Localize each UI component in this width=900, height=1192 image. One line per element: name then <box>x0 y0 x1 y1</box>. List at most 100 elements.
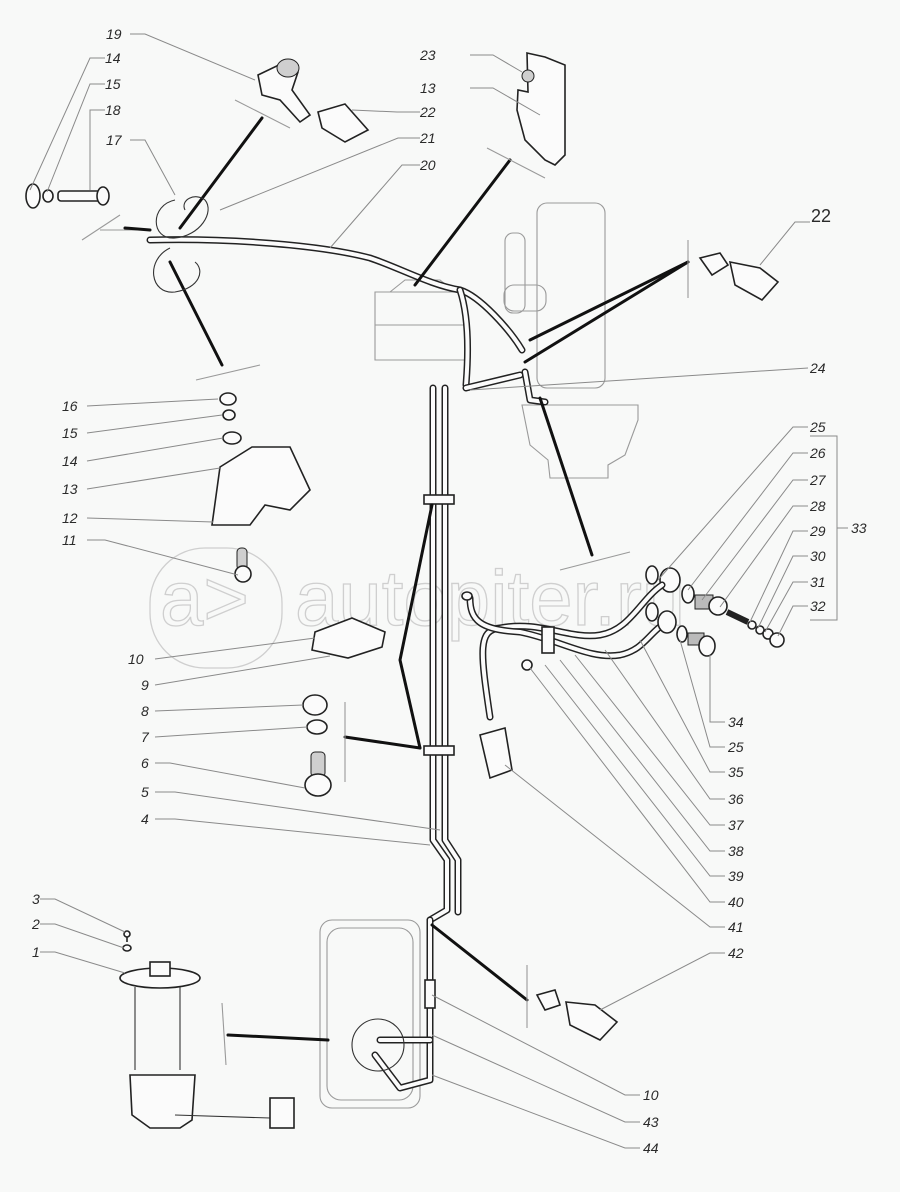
engine-pipe-outline <box>504 232 526 314</box>
part-bolt-6-head <box>304 773 332 797</box>
callout-22-top: 22 <box>419 104 436 120</box>
part-lock-washer-15 <box>222 409 236 421</box>
callout-2: 2 <box>31 916 40 932</box>
callout-3: 3 <box>32 891 40 907</box>
part-sensor-body <box>728 260 780 302</box>
callout-6: 6 <box>141 755 149 771</box>
callout-13-top: 13 <box>420 80 436 96</box>
part-hose-end <box>461 591 473 601</box>
part-banjo-bolt-head <box>698 635 716 657</box>
callout-11: 11 <box>62 532 77 548</box>
part-screw-3 <box>123 930 131 938</box>
callout-15-mid: 15 <box>62 425 78 441</box>
callout-labels: 19 14 15 18 17 23 13 22 21 20 22 24 16 1… <box>31 26 867 1156</box>
pump-flange-ring <box>351 1018 405 1072</box>
callout-23: 23 <box>419 47 436 63</box>
callout-28: 28 <box>809 498 826 514</box>
part-banjo-lower <box>657 610 677 634</box>
part-bolt-head <box>96 186 110 206</box>
callout-27: 27 <box>809 472 827 488</box>
callout-16: 16 <box>62 398 78 414</box>
part-hose-bracket <box>541 626 555 654</box>
part-washer-2 <box>122 944 132 952</box>
callout-41: 41 <box>728 919 744 935</box>
part-lock-washer-7 <box>306 719 328 735</box>
part-washer-25 <box>681 584 695 604</box>
callout-18: 18 <box>105 102 121 118</box>
callout-36: 36 <box>728 791 744 807</box>
callout-4: 4 <box>141 811 149 827</box>
parts <box>25 51 785 1129</box>
callout-30: 30 <box>810 548 826 564</box>
part-hose-loop-upper <box>155 196 209 239</box>
part-pump-housing <box>129 1074 196 1129</box>
part-float <box>269 1097 295 1129</box>
callout-19: 19 <box>106 26 122 42</box>
watermark-logo-frame <box>149 547 283 669</box>
tube-connector-sleeve <box>424 979 436 1009</box>
part-nut-16 <box>219 392 237 406</box>
part-hose-loop-lower <box>153 247 201 293</box>
part-washer-14 <box>222 431 242 445</box>
callout-8: 8 <box>141 703 149 719</box>
callout-9: 9 <box>141 677 149 693</box>
part-washer-large <box>25 183 41 209</box>
callout-34: 34 <box>728 714 744 730</box>
part-pump-outlet <box>149 961 171 977</box>
part-elbow-cap <box>276 58 300 78</box>
canister-outline <box>374 279 466 361</box>
callout-14-top: 14 <box>105 50 121 66</box>
callout-17: 17 <box>106 132 123 148</box>
callout-37: 37 <box>728 817 745 833</box>
callout-22-right: 22 <box>811 206 831 226</box>
part-sensor-42-body <box>565 1001 619 1041</box>
callout-21: 21 <box>419 130 436 146</box>
callout-25-lower: 25 <box>727 739 744 755</box>
part-bolt-11-head <box>234 565 252 583</box>
part-bolt-shank <box>57 190 101 202</box>
callout-13-mid: 13 <box>62 481 78 497</box>
callout-24: 24 <box>809 360 826 376</box>
callout-20: 20 <box>419 157 436 173</box>
callout-42: 42 <box>728 945 744 961</box>
engine-block-outline <box>536 202 606 389</box>
callout-15-top: 15 <box>105 76 121 92</box>
part-sensor-tip <box>698 252 730 277</box>
vehicle-outline <box>319 202 639 1109</box>
callout-33: 33 <box>851 520 867 536</box>
callout-14-mid: 14 <box>62 453 78 469</box>
part-lock-washer <box>42 189 54 203</box>
callout-10-bottom: 10 <box>643 1087 659 1103</box>
callout-32: 32 <box>810 598 826 614</box>
callout-43: 43 <box>643 1114 659 1130</box>
fuel-tank-outer <box>319 919 421 1109</box>
part-spring-28 <box>725 609 750 625</box>
callout-29: 29 <box>809 523 826 539</box>
part-nut-23 <box>521 69 535 83</box>
part-bolt-40 <box>521 659 533 671</box>
part-washer-lower <box>645 602 659 622</box>
fuel-tank-inner <box>326 927 414 1101</box>
part-nut-8 <box>302 694 328 716</box>
part-plug-32 <box>769 632 785 648</box>
callout-35: 35 <box>728 764 744 780</box>
pointer-lines <box>81 99 690 1066</box>
tube-clip-upper <box>423 494 455 505</box>
callout-12: 12 <box>62 510 78 526</box>
callout-31: 31 <box>810 574 826 590</box>
callout-44: 44 <box>643 1140 659 1156</box>
callout-25-top: 25 <box>809 419 826 435</box>
callout-26: 26 <box>809 445 826 461</box>
part-sensor-connector <box>317 103 370 143</box>
part-tube-clamp <box>311 617 386 659</box>
callout-38: 38 <box>728 843 744 859</box>
part-washer-lower-2 <box>676 625 688 643</box>
part-ring-29 <box>747 620 757 630</box>
watermark-logo: a> <box>160 554 249 642</box>
filter-housing-outline <box>521 404 639 479</box>
part-hose-clamp-41 <box>479 726 513 780</box>
part-sensor-42-tip <box>535 989 562 1011</box>
callout-1: 1 <box>32 944 40 960</box>
